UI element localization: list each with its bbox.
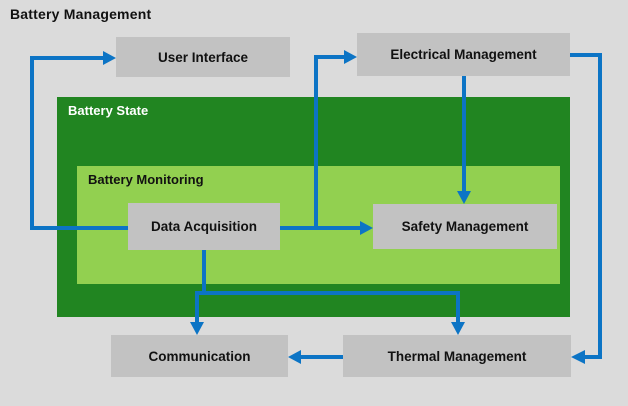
node-electrical-management: Electrical Management (357, 33, 570, 76)
user-interface-label: User Interface (157, 49, 249, 65)
battery-state-label: Battery State (68, 103, 149, 118)
safety-management-label: Safety Management (401, 219, 529, 234)
data-acquisition-label: Data Acquisition (150, 219, 257, 234)
node-data-acquisition: Data Acquisition (128, 203, 280, 250)
arrow-electrical-management-to-thermal-management (570, 53, 602, 364)
node-user-interface: User Interface (116, 37, 290, 77)
battery-monitoring-label: Battery Monitoring (88, 172, 204, 187)
diagram-title: Battery Management (10, 6, 152, 22)
node-thermal-management: Thermal Management (343, 335, 571, 377)
arrow-thermal-management-to-communication (288, 350, 343, 364)
node-safety-management: Safety Management (373, 204, 557, 249)
node-communication: Communication (111, 335, 288, 377)
thermal-management-label: Thermal Management (387, 348, 527, 364)
communication-label: Communication (148, 348, 251, 364)
electrical-management-label: Electrical Management (390, 47, 537, 62)
